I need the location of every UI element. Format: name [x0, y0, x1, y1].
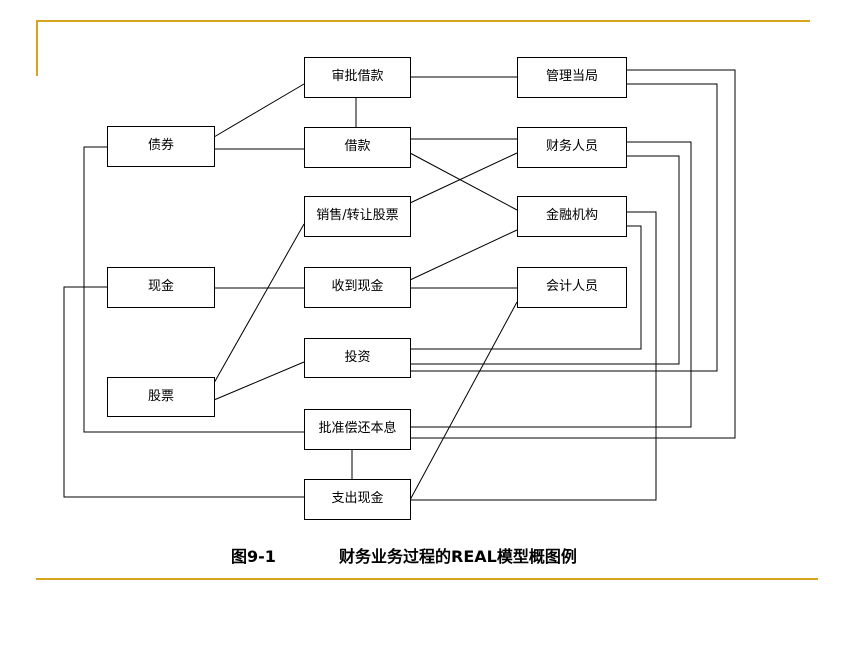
- line-bond-approve-repay: [83, 146, 304, 433]
- box-management: 管理当局: [517, 57, 627, 98]
- top-accent-line: [36, 20, 810, 22]
- line-cash-pay-cash: [63, 286, 304, 498]
- line-finance-staff-approve-repay: [410, 155, 680, 365]
- line-accountant-pay-cash: [409, 301, 518, 501]
- line-sell-stock-stock: [213, 223, 305, 384]
- box-loan: 借款: [304, 127, 411, 168]
- bottom-accent-line: [36, 578, 818, 580]
- box-stock: 股票: [107, 377, 215, 417]
- box-bond-label: 债券: [147, 138, 174, 153]
- line-management-invest: [410, 69, 736, 439]
- box-invest: 投资: [304, 338, 411, 378]
- box-approve-loan: 审批借款: [304, 57, 411, 98]
- box-finance-staff: 财务人员: [517, 127, 627, 168]
- box-accountant-label: 会计人员: [545, 279, 598, 294]
- line-management-approve-repay: [410, 83, 718, 372]
- box-receive-cash-label: 收到现金: [331, 279, 384, 294]
- line-financial-institution-pay-cash: [410, 211, 657, 501]
- line-receive-cash-financial-institution: [409, 229, 518, 281]
- figure-number: 图9-1: [231, 547, 276, 566]
- box-cash-label: 现金: [147, 279, 174, 294]
- line-bond-approve-loan: [213, 83, 305, 138]
- line-loan-financial-institution: [409, 152, 518, 211]
- box-management-label: 管理当局: [545, 69, 598, 84]
- box-pay-cash: 支出现金: [304, 479, 411, 520]
- box-sell-stock-label: 销售/转让股票: [316, 208, 399, 223]
- box-approve-repay: 批准偿还本息: [304, 409, 411, 450]
- box-loan-label: 借款: [344, 139, 371, 154]
- box-financial-institution-label: 金融机构: [545, 208, 598, 223]
- line-sell-stock-finance-staff: [409, 152, 518, 204]
- box-approve-loan-label: 审批借款: [331, 69, 384, 84]
- box-financial-institution: 金融机构: [517, 196, 627, 237]
- box-sell-stock: 销售/转让股票: [304, 196, 411, 237]
- box-stock-label: 股票: [147, 389, 174, 404]
- figure-title: 财务业务过程的REAL模型概图例: [339, 547, 577, 566]
- box-accountant: 会计人员: [517, 267, 627, 308]
- box-pay-cash-label: 支出现金: [331, 491, 384, 506]
- box-cash: 现金: [107, 267, 215, 308]
- left-accent-line: [36, 20, 38, 76]
- box-approve-repay-label: 批准偿还本息: [318, 421, 397, 436]
- box-invest-label: 投资: [344, 350, 371, 365]
- line-stock-invest: [213, 361, 305, 401]
- box-finance-staff-label: 财务人员: [545, 139, 598, 154]
- line-finance-staff-invest: [410, 141, 692, 428]
- box-receive-cash: 收到现金: [304, 267, 411, 308]
- box-bond: 债券: [107, 126, 215, 167]
- line-financial-institution-invest: [410, 225, 642, 350]
